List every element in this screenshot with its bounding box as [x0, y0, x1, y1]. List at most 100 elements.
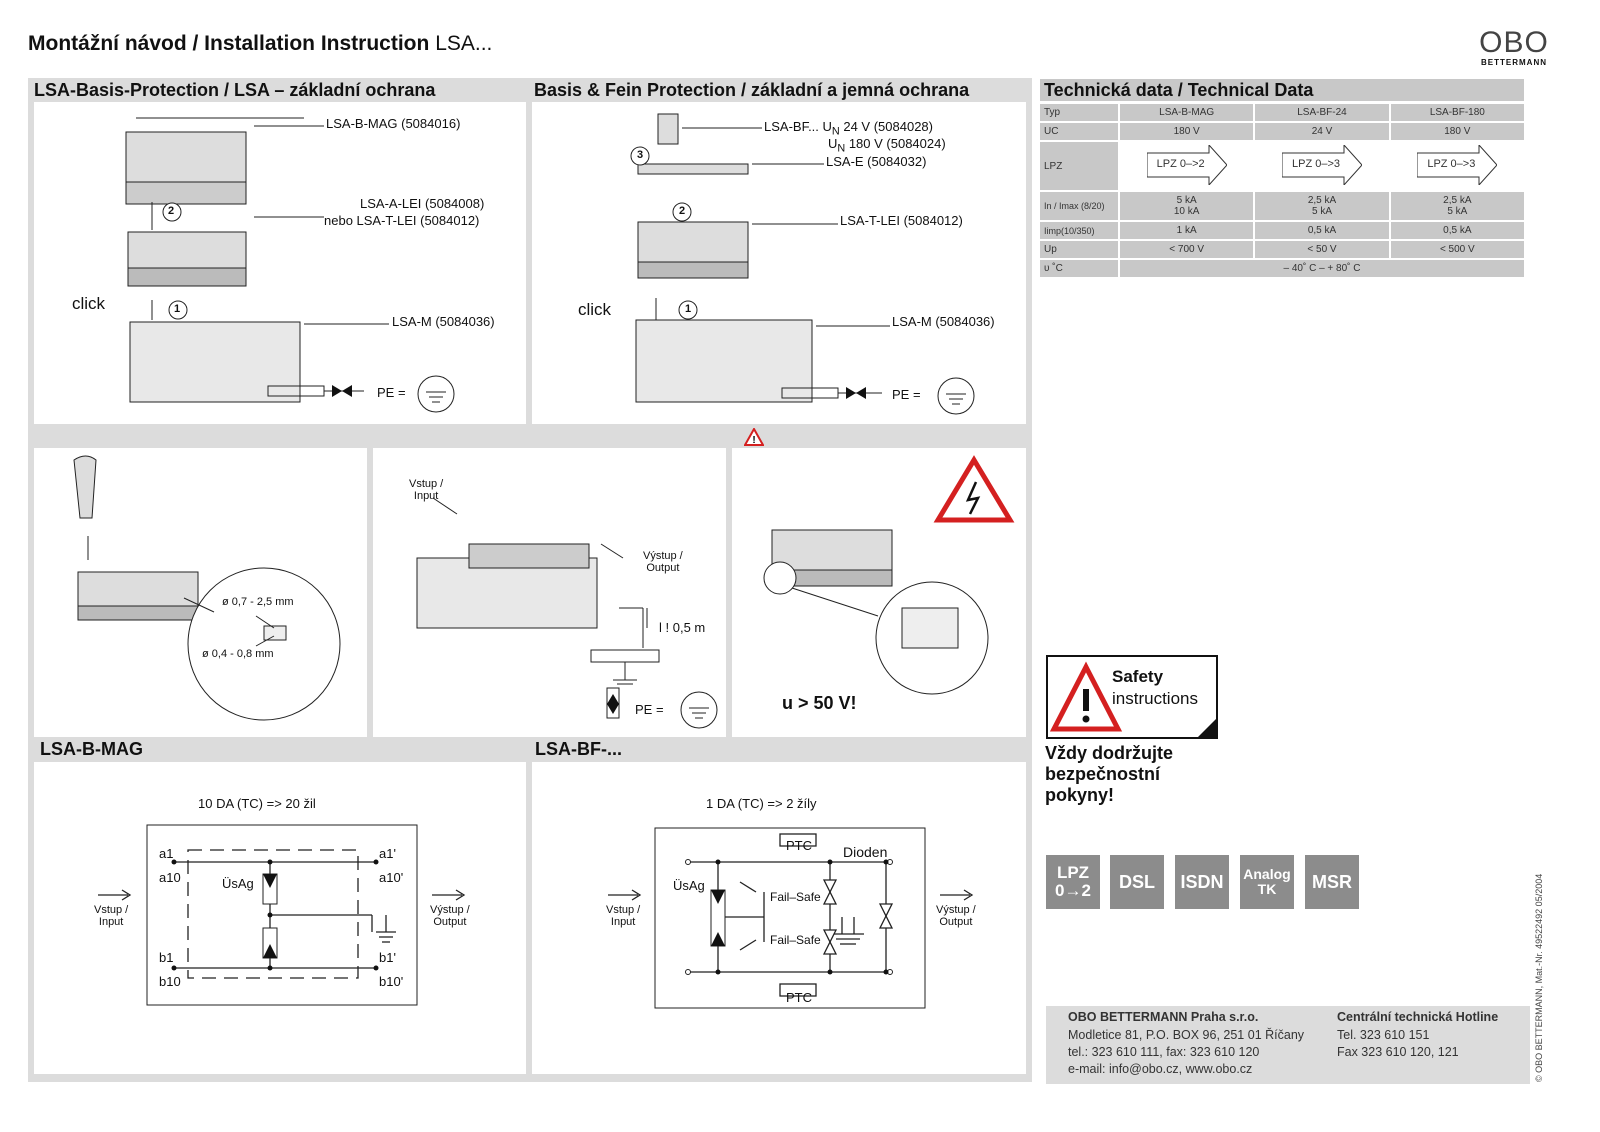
tech-cell: 2,5 kA 5 kA	[1390, 192, 1524, 220]
tech-cell: < 500 V	[1390, 241, 1524, 258]
badge-dsl-label: DSL	[1119, 871, 1155, 892]
circuit-b-a10p: a10'	[379, 870, 404, 885]
tech-cell: 24 V	[1255, 123, 1389, 140]
tech-label: υ ˚C	[1040, 260, 1118, 277]
badge-isdn-label: ISDN	[1180, 871, 1224, 892]
distance-label: l ! 0,5 m	[659, 620, 706, 635]
step-1-marker: 1	[174, 303, 181, 315]
safety-text-2: bezpečnostní	[1045, 764, 1161, 784]
section1-panel: LSA-B-MAG (5084016) LSA-A-LEI (5084008) …	[34, 102, 526, 424]
voltage-warning-text: u > 50 V!	[782, 693, 857, 713]
wire-tool-drawing	[73, 455, 341, 721]
safety-box-line-1: Safety	[1112, 667, 1164, 686]
circuit-b-title: LSA-B-MAG	[40, 739, 143, 759]
circuit-b-input: Vstup / Input	[94, 904, 129, 928]
tech-cell: < 50 V	[1255, 241, 1389, 258]
circuit-b-panel: 10 DA (TC) => 20 žil a1 a10 a1'	[34, 762, 526, 1074]
tech-row-typ: Typ LSA-B-MAG LSA-BF-24 LSA-BF-180	[1040, 104, 1524, 121]
tech-row-uc: UC 180 V 24 V 180 V	[1040, 123, 1524, 140]
tech-cell: LSA-B-MAG	[1120, 104, 1254, 121]
circuit-bf-diagram	[608, 827, 974, 1009]
page-title: Montážní návod / Installation Instructio…	[28, 32, 492, 56]
safety-box-line-2: instructions	[1112, 689, 1198, 708]
tech-row-lpz: LPZ LPZ 0–>2 LPZ 0–>3 LPZ 0–>3	[1040, 142, 1524, 190]
part-bf-180-u: U	[828, 136, 838, 151]
wire-diameter-1: ø 0,7 - 2,5 mm	[222, 596, 294, 608]
tech-title: Technická data / Technical Data	[1044, 80, 1314, 100]
tech-row-up: Up < 700 V < 50 V < 500 V	[1040, 241, 1524, 258]
title-main: Montážní návod / Installation Instructio…	[28, 32, 430, 55]
circuit-bf-ptc-top: PTC	[786, 838, 812, 853]
logo-sub: BETTERMANN	[1481, 58, 1547, 67]
tech-row-current: In / Imax (8/20) 5 kA 10 kA 2,5 kA 5 kA …	[1040, 192, 1524, 220]
part-bf-180-voltage: 180 V (5084024)	[845, 136, 946, 151]
part-bf-180-label: UN 180 V (5084024)	[828, 136, 946, 155]
tech-cell: 5 kA 10 kA	[1120, 192, 1254, 220]
circuit-bf-failsafe-1: Fail–Safe	[770, 890, 821, 904]
safety-text: Vždy dodržujte bezpečnostní pokyny!	[1045, 743, 1173, 806]
safety-text-3: pokyny!	[1045, 785, 1115, 805]
circuit-bf-caption: 1 DA (TC) => 2 žíly	[706, 796, 817, 811]
circuit-b-caption: 10 DA (TC) => 20 žil	[198, 796, 316, 811]
circuit-b-a1p: a1'	[379, 846, 396, 861]
tech-cell: 0,5 kA	[1255, 222, 1389, 239]
side-note: © OBO BETTERMANN, Mat.-Nr. 49522492 05/2…	[1534, 873, 1544, 1082]
badge-msr-label: MSR	[1312, 871, 1352, 892]
tech-label: Typ	[1040, 104, 1118, 121]
part-bf-text: LSA-BF... U	[764, 119, 832, 134]
circuit-bf-panel: 1 DA (TC) => 2 žíly	[532, 762, 1026, 1074]
safety-box: Safety instructions	[1046, 655, 1218, 739]
tech-cell: LSA-BF-180	[1390, 104, 1524, 121]
step-2-marker-2: 2	[679, 205, 686, 217]
tech-label: UC	[1040, 123, 1118, 140]
section2-panel: LSA-BF... UN 24 V (5084028) UN 180 V (50…	[532, 102, 1026, 424]
footer: OBO BETTERMANN Praha s.r.o. Modletice 81…	[1046, 1006, 1530, 1084]
lpz-cell: LPZ 0–>2	[1120, 142, 1254, 190]
step-3-marker: 3	[637, 149, 644, 161]
part-t-lei-label: nebo LSA-T-LEI (5084012)	[324, 213, 480, 228]
logo-main: OBO	[1479, 26, 1549, 59]
assembly-drawing-1	[125, 117, 455, 413]
tech-cell: 0,5 kA	[1390, 222, 1524, 239]
hotline-title: Centrální technická Hotline	[1337, 1010, 1499, 1024]
tech-label: Iimp(10/350)	[1040, 222, 1118, 239]
circuit-bf-output: Výstup / Output	[936, 904, 976, 928]
install-panel: Vstup / Input Výstup / Output l ! 0,5 m …	[373, 448, 726, 737]
section2-title: Basis & Fein Protection / základní a jem…	[534, 80, 970, 100]
voltage-panel: u > 50 V!	[732, 448, 1026, 737]
part-bf-label: LSA-BF... UN 24 V (5084028)	[764, 119, 933, 138]
tech-cell: – 40˚ C – + 80˚ C	[1120, 260, 1524, 277]
high-voltage-icon	[933, 455, 1015, 523]
assembly-drawing-2	[630, 113, 975, 415]
step-2-marker: 2	[168, 205, 175, 217]
tech-cell: 180 V	[1390, 123, 1524, 140]
tech-cell: 2,5 kA 5 kA	[1255, 192, 1389, 220]
click-label: click	[72, 294, 106, 313]
part-m-label-2: LSA-M (5084036)	[892, 314, 995, 329]
install-output-label: Výstup / Output	[643, 550, 683, 574]
badge-isdn: ISDN	[1175, 855, 1229, 909]
tech-table: Typ LSA-B-MAG LSA-BF-24 LSA-BF-180 UC 18…	[1038, 102, 1526, 279]
tech-label: LPZ	[1040, 142, 1118, 190]
click-label-2: click	[578, 300, 612, 319]
circuit-b-b10: b10	[159, 974, 181, 989]
badge-msr: MSR	[1305, 855, 1359, 909]
circuit-b-a1: a1	[159, 846, 174, 861]
circuit-b-b1p: b1'	[379, 950, 396, 965]
part-t-lei-label-2: LSA-T-LEI (5084012)	[840, 213, 963, 228]
safety-text-1: Vždy dodržujte	[1045, 743, 1174, 763]
tech-cell: LSA-BF-24	[1255, 104, 1389, 121]
footer-address: Modletice 81, P.O. BOX 96, 251 01 Říčany	[1068, 1028, 1305, 1042]
footer-phone: tel.: 323 610 111, fax: 323 610 120	[1068, 1045, 1260, 1059]
pe-label-2: PE =	[892, 387, 921, 402]
part-bf-sub: N	[831, 125, 840, 138]
hotline-fax: Fax 323 610 120, 121	[1337, 1045, 1459, 1059]
lpz-cell: LPZ 0–>3	[1390, 142, 1524, 190]
step-1-marker-2: 1	[685, 303, 692, 315]
tech-header-bar	[1040, 79, 1524, 101]
lpz-text: LPZ 0–>2	[1156, 157, 1205, 170]
tech-label: In / Imax (8/20)	[1040, 192, 1118, 220]
badge-analog-line1: Analog	[1243, 866, 1291, 883]
